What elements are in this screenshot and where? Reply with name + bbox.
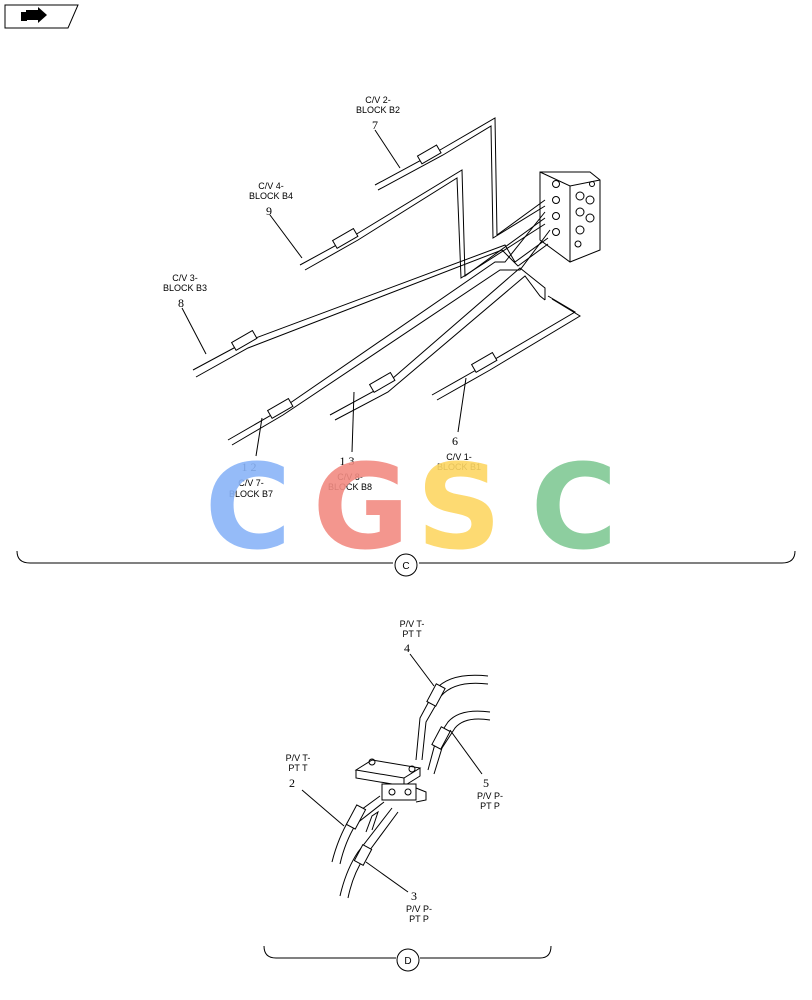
callout-cv4: C/V 4- BLOCK B4 9 [249,181,293,218]
hose-fitting [431,726,451,750]
hose-fitting [230,329,258,352]
watermark-letter: S [417,438,502,576]
arrow-tab-icon [21,7,47,23]
callout-number: 6 [452,434,458,448]
callout-pv2: P/V T- PT T 2 [286,753,311,790]
callout-cv3: C/V 3- BLOCK B3 8 [163,273,207,310]
callout-pv3: 3 P/V P- PT P [406,889,432,924]
hose-fitting [416,144,442,165]
hose-fitting [266,397,294,420]
callout-number: 5 [483,776,489,790]
section-d-marker[interactable]: D [396,948,420,972]
section-c-brace [16,550,796,564]
callout-cv7: 1 2 C/V 7- BLOCK B7 [229,460,273,499]
hose-fitting [368,371,396,394]
section-c-drawing [181,117,601,457]
section-d-brace [263,945,552,959]
callout-label-line2: BLOCK B8 [328,482,372,492]
callout-cv1: 6 C/V 1- BLOCK B1 [437,434,481,472]
section-d-label: D [404,956,411,967]
callout-number: 9 [266,204,272,218]
callout-label-line1: C/V 7- [238,478,264,488]
callout-label-line2: BLOCK B3 [163,283,207,293]
callout-cv2: C/V 2- BLOCK B2 7 [356,95,400,132]
callout-label-line2: BLOCK B4 [249,191,293,201]
watermark-letter: C [531,438,618,576]
hose-fitting [331,227,359,250]
callout-label-line1: P/V T- [400,619,425,629]
callout-number: 4 [404,641,410,655]
watermark-letter: C [205,438,292,576]
hose-fitting [353,844,373,866]
callout-label-line2: PT T [288,763,308,773]
callout-label-line2: BLOCK B1 [437,462,481,472]
callout-pv4: P/V T- PT T 4 [400,619,425,655]
callout-number: 8 [178,296,184,310]
callout-label-line2: BLOCK B2 [356,105,400,115]
valve-block [539,171,601,263]
nav-tab[interactable] [4,4,79,29]
callout-label-line1: C/V 3- [172,273,198,283]
callout-label-line1: P/V P- [477,791,503,801]
section-c-marker[interactable]: C [394,553,418,577]
callout-pv5: 5 P/V P- PT P [477,776,503,811]
valve-bracket [354,758,427,803]
callout-label-line2: PT P [409,914,429,924]
section-d-drawing [301,653,491,899]
callout-label-line1: C/V 1- [446,452,472,462]
section-c-label: C [402,561,409,572]
hose-fitting [470,351,498,374]
callout-label-line2: PT P [480,801,500,811]
callout-number: 2 [289,776,295,790]
callout-label-line1: P/V T- [286,753,311,763]
watermark-letter: G [313,438,410,576]
callout-label-line2: PT T [402,629,422,639]
callout-cv8: 1 3 C/V 8- BLOCK B8 [328,454,372,492]
callout-label-line2: BLOCK B7 [229,489,273,499]
callout-number: 7 [372,118,378,132]
callout-number: 3 [411,889,417,903]
callout-label-line1: C/V 8- [337,472,363,482]
watermark: C G S C [205,438,618,576]
hose-fitting [345,804,367,830]
callout-number: 1 2 [242,460,257,474]
callout-label-line1: P/V P- [406,904,432,914]
callout-number: 1 3 [340,454,355,468]
callout-label-line1: C/V 2- [365,95,391,105]
hose-fitting [426,683,446,707]
callout-label-line1: C/V 4- [258,181,284,191]
